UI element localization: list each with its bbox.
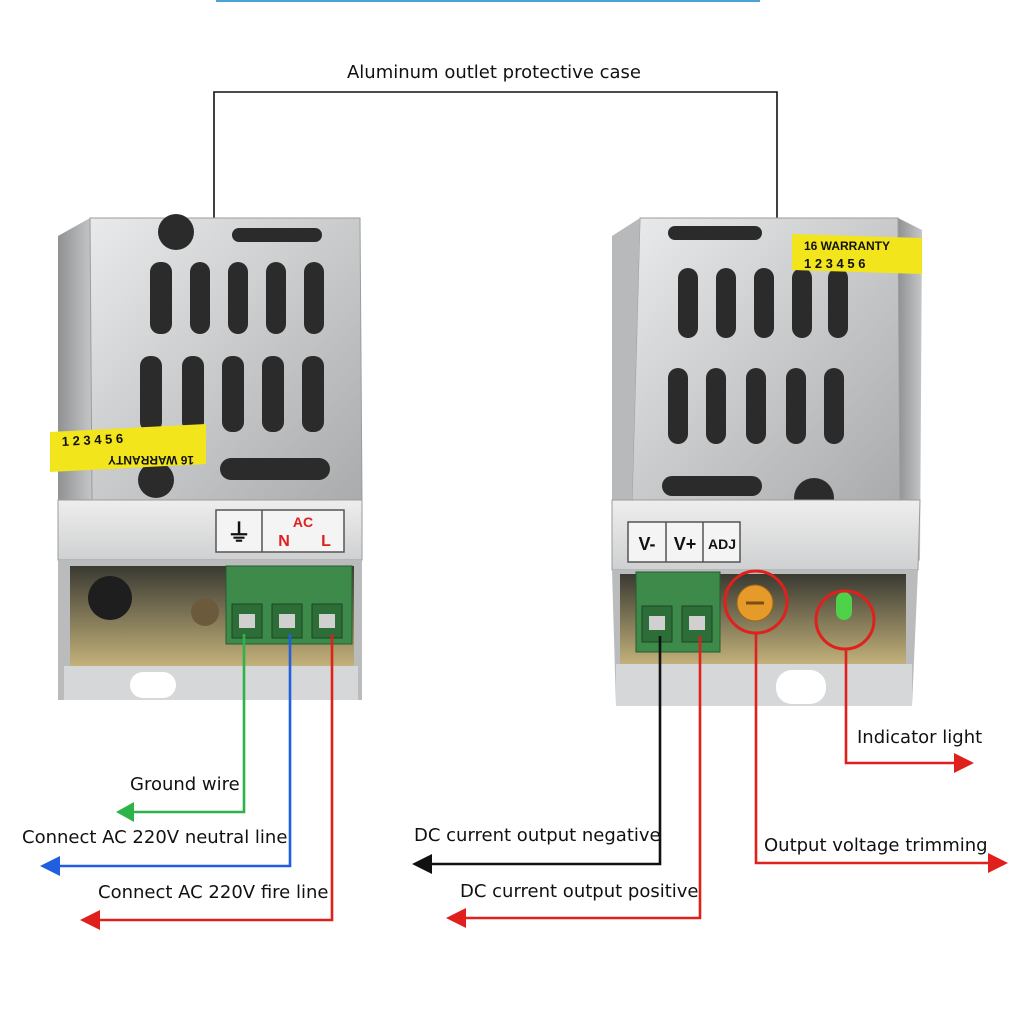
trimming-line (754, 633, 990, 865)
dc-negative-arrow (412, 854, 432, 874)
dc-positive-arrow (446, 908, 466, 928)
l-label: L (321, 533, 331, 550)
indicator-arrow (954, 753, 974, 773)
n-label: N (278, 533, 290, 550)
indicator-line (844, 649, 956, 765)
left-ac-label-box: ⏚ AC N L (215, 509, 345, 553)
dc-positive-line (464, 636, 702, 920)
case-bracket-line (213, 91, 778, 222)
dc-negative-line (430, 636, 662, 866)
ground-wire-line (132, 634, 246, 814)
right-power-supply: 16 WARRANTY 1 2 3 4 5 6 V- V+ ADJ (611, 217, 922, 706)
neutral-wire-line (58, 634, 292, 868)
svg-text:16 WARRANTY: 16 WARRANTY (108, 453, 194, 467)
indicator-label: Indicator light (857, 727, 982, 748)
dc-positive-label: DC current output positive (460, 881, 699, 902)
neutral-line-label: Connect AC 220V neutral line (22, 827, 287, 848)
left-power-supply: 1 2 3 4 5 6 16 WARRANTY ⏚ AC N L (50, 214, 363, 700)
ground-symbol: ⏚ (227, 520, 251, 547)
dc-negative-label: DC current output negative (414, 825, 661, 846)
ground-wire-label: Ground wire (130, 774, 240, 795)
left-capacitor (88, 576, 132, 620)
trimming-arrow (988, 853, 1008, 873)
left-warranty-sticker: 1 2 3 4 5 6 16 WARRANTY (50, 424, 206, 472)
svg-text:16 WARRANTY: 16 WARRANTY (804, 239, 890, 253)
left-bottom-plate (64, 666, 358, 700)
right-terminal-label-box: V- V+ ADJ (627, 521, 741, 563)
right-vents (662, 226, 848, 518)
left-terminal-block (225, 565, 353, 645)
ground-wire-arrow (116, 802, 134, 822)
v-minus-label: V- (638, 534, 655, 554)
svg-text:1 2 3 4 5 6: 1 2 3 4 5 6 (804, 256, 865, 271)
v-plus-label: V+ (674, 534, 697, 554)
left-side-wall (58, 218, 92, 584)
fire-wire-line (98, 634, 334, 922)
trimming-label: Output voltage trimming (764, 835, 988, 856)
right-side-wall (898, 218, 922, 582)
ac-label: AC (293, 514, 313, 530)
adj-label: ADJ (708, 536, 736, 552)
fire-wire-arrow (80, 910, 100, 930)
right-terminal-block (635, 571, 721, 653)
fire-line-label: Connect AC 220V fire line (98, 882, 328, 903)
svg-text:1 2 3 4 5 6: 1 2 3 4 5 6 (61, 431, 123, 449)
right-warranty-sticker: 16 WARRANTY 1 2 3 4 5 6 (792, 234, 922, 274)
right-bottom-plate (616, 664, 912, 706)
case-label: Aluminum outlet protective case (347, 62, 641, 83)
neutral-wire-arrow (40, 856, 60, 876)
left-vents (138, 214, 330, 498)
